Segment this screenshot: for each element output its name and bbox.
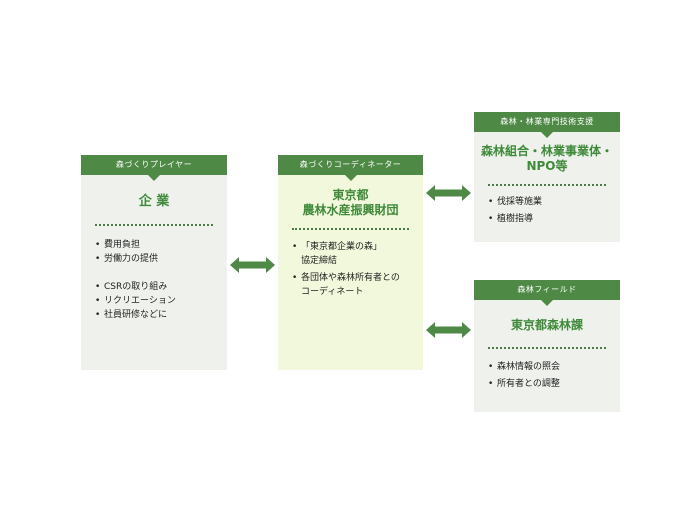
player-box-title: 企 業 [138, 194, 170, 209]
list-item-line1: 「東京都企業の森」 [301, 242, 383, 252]
support-box-title: 森林組合・林業事業体・ NPO等 [474, 144, 620, 174]
list-item: 森林情報の照会 [488, 360, 620, 374]
list-item-line2: 協定締結 [301, 256, 338, 266]
list-item: 所有者との調整 [488, 377, 620, 391]
coordinator-title-line2: 農林水産振興財団 [302, 203, 399, 217]
coordinator-list: 「東京都企業の森」 協定締結 各団体や森林所有者との コーディネート [278, 240, 423, 299]
field-box-title: 東京都森林課 [510, 318, 583, 332]
field-box: 森林フィールド 東京都森林課 森林情報の照会 所有者との調整 [474, 280, 620, 412]
list-item: 各団体や森林所有者との コーディネート [292, 271, 423, 299]
list-item: 「東京都企業の森」 協定締結 [292, 240, 423, 268]
coordinator-divider [292, 228, 409, 230]
coordinator-box: 森づくりコーディネーター 東京都 農林水産振興財団 「東京都企業の森」 協定締結… [278, 155, 423, 370]
field-divider [488, 347, 606, 349]
list-item: 労働力の提供 [95, 252, 227, 266]
list-item-line2: コーディネート [301, 287, 364, 297]
list-item: 植樹指導 [488, 212, 620, 226]
list-item: リクリエーション [95, 294, 227, 308]
support-box-header: 森林・林業専門技術支援 [474, 112, 620, 138]
player-box: 森づくりプレイヤー 企 業 費用負担 労働力の提供 CSRの取り組み リクリエー… [81, 155, 227, 370]
support-divider [488, 184, 606, 186]
player-list-a: 費用負担 労働力の提供 [81, 238, 227, 266]
field-box-header: 森林フィールド [474, 280, 620, 306]
list-item-line1: 各団体や森林所有者との [301, 273, 400, 283]
coordinator-box-title: 東京都 農林水産振興財団 [278, 188, 423, 218]
player-list-b: CSRの取り組み リクリエーション 社員研修などに [81, 280, 227, 322]
list-item: 社員研修などに [95, 308, 227, 322]
support-list: 伐採等施業 植樹指導 [474, 195, 620, 226]
double-arrow-icon [426, 185, 471, 201]
player-divider [95, 224, 213, 226]
field-list: 森林情報の照会 所有者との調整 [474, 360, 620, 391]
list-item: 費用負担 [95, 238, 227, 252]
list-item: 伐採等施業 [488, 195, 620, 209]
support-title-line2: NPO等 [526, 159, 568, 173]
support-box: 森林・林業専門技術支援 森林組合・林業事業体・ NPO等 伐採等施業 植樹指導 [474, 112, 620, 242]
double-arrow-icon [230, 257, 275, 273]
coordinator-box-header: 森づくりコーディネーター [278, 155, 423, 181]
list-item: CSRの取り組み [95, 280, 227, 294]
player-box-header: 森づくりプレイヤー [81, 155, 227, 181]
double-arrow-icon [426, 322, 471, 338]
coordinator-title-line1: 東京都 [332, 188, 369, 202]
support-title-line1: 森林組合・林業事業体・ [480, 144, 613, 158]
